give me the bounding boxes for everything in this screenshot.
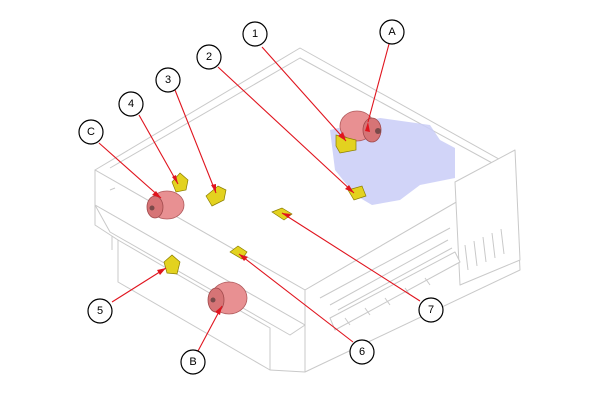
- callout-label: 7: [428, 304, 434, 316]
- leader-a: [367, 43, 390, 123]
- callout-label: A: [388, 26, 396, 38]
- leader-7: [281, 212, 421, 302]
- leader-3: [174, 89, 217, 194]
- callout-label: B: [189, 356, 196, 368]
- callout-label: C: [87, 126, 95, 138]
- motor-b: [207, 281, 248, 315]
- callout-c: C: [78, 119, 104, 145]
- leader-5: [111, 267, 167, 303]
- leader-arrowheads: [152, 122, 370, 315]
- printer-body: [94, 47, 521, 373]
- leader-2: [217, 66, 355, 194]
- sensor-2: [347, 185, 367, 201]
- callout-label: 5: [97, 305, 103, 317]
- callout-4: 4: [118, 91, 144, 117]
- sensor-5: [163, 254, 181, 275]
- callout-1: 1: [242, 21, 268, 47]
- callout-label: 6: [359, 346, 365, 358]
- callout-7: 7: [418, 297, 444, 323]
- leader-c: [98, 142, 162, 199]
- leader-6: [238, 253, 354, 343]
- leader-lines: [98, 43, 421, 352]
- sensor-1: [335, 134, 357, 154]
- callout-b: B: [180, 349, 206, 375]
- callout-a: A: [379, 19, 405, 45]
- callout-3: 3: [155, 67, 181, 93]
- callout-label: 3: [165, 74, 171, 86]
- callout-label: 4: [128, 98, 134, 110]
- callout-label: 1: [252, 28, 258, 40]
- motor-c: [146, 190, 185, 220]
- callout-label: 2: [206, 51, 212, 63]
- callout-6: 6: [349, 339, 375, 365]
- leader-1: [261, 46, 347, 142]
- callout-5: 5: [87, 298, 113, 324]
- callout-2: 2: [196, 44, 222, 70]
- leader-4: [138, 114, 179, 185]
